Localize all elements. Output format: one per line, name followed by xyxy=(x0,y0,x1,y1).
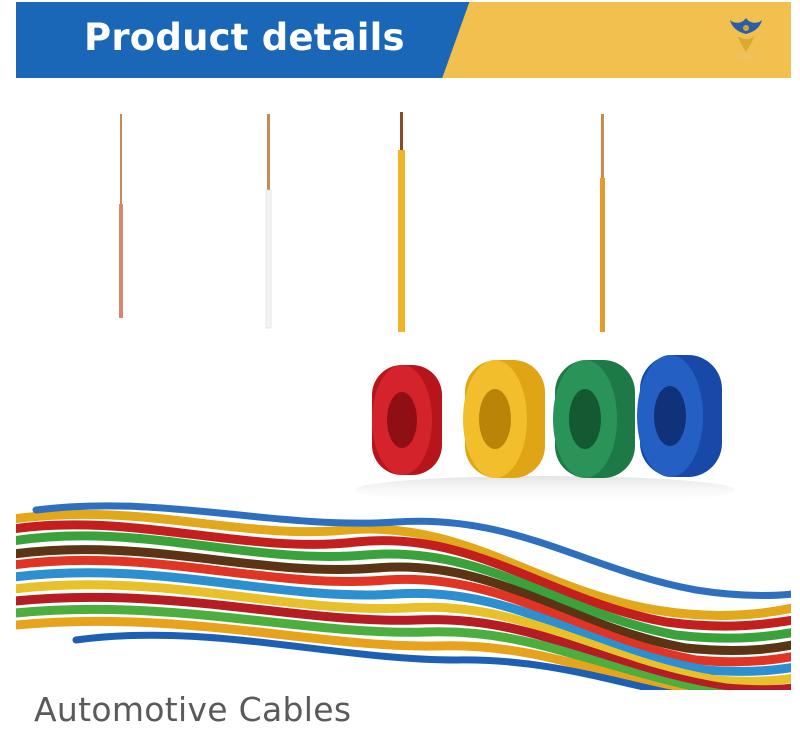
page-title: Product details xyxy=(84,16,405,59)
red-wire xyxy=(119,114,123,318)
white-wire xyxy=(265,114,272,329)
yellow-spool xyxy=(463,360,545,478)
single-wires-image xyxy=(119,112,605,332)
yellow-wire xyxy=(398,112,405,332)
phoenix-emblem-icon xyxy=(730,18,762,58)
blue-spool xyxy=(637,355,722,477)
green-spool xyxy=(553,360,635,478)
header-banner: Product details xyxy=(16,2,791,78)
red-spool xyxy=(372,365,442,475)
cable-bundle-image xyxy=(16,502,791,690)
cable-spools-image xyxy=(355,355,735,504)
banner-blue-panel xyxy=(16,2,470,78)
orange-wire xyxy=(600,114,605,332)
product-caption: Automotive Cables xyxy=(34,690,352,729)
